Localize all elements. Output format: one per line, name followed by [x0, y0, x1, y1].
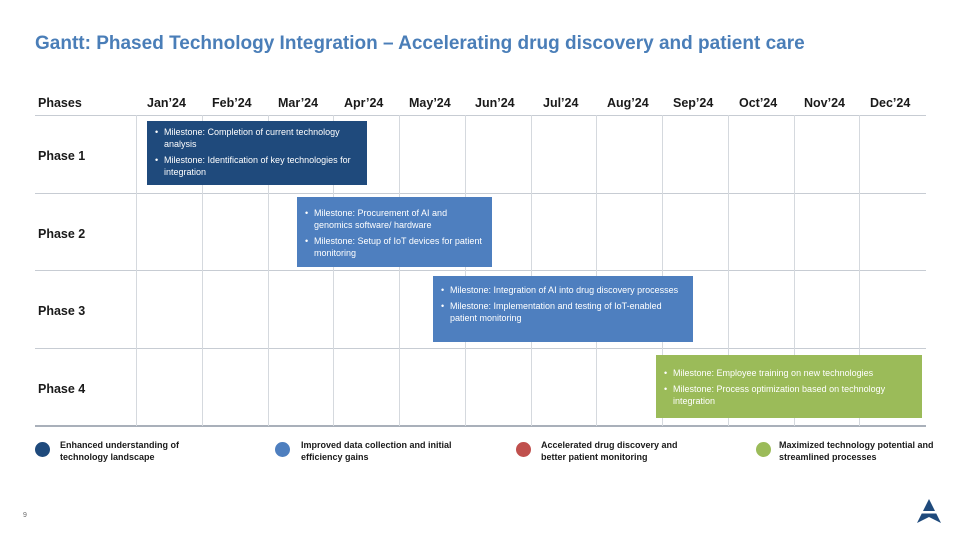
grid-column-divider: [202, 115, 203, 426]
phase-3-label: Phase 3: [38, 304, 86, 318]
page-title: Gantt: Phased Technology Integration – A…: [35, 33, 805, 54]
legend-item-3: Accelerated drug discovery and better pa…: [541, 440, 678, 462]
month-header-jul: Jul’24: [543, 96, 579, 110]
legend-item-1: Enhanced understanding of technology lan…: [60, 440, 180, 462]
grid-column-divider: [596, 115, 597, 426]
phase-2-label: Phase 2: [38, 227, 86, 241]
grid-row-divider: [35, 348, 926, 349]
phase-4-milestone-1: Milestone: Employee training on new tech…: [664, 367, 916, 379]
phase-2-milestone-2: Milestone: Setup of IoT devices for pati…: [305, 235, 486, 259]
legend-item-2: Improved data collection and initial eff…: [301, 440, 452, 462]
month-header-jun: Jun’24: [475, 96, 515, 110]
grid-bottom-border: [35, 425, 926, 427]
legend-dot-dark-blue: [35, 442, 50, 457]
grid-row-divider: [35, 193, 926, 194]
month-header-nov: Nov’24: [804, 96, 845, 110]
legend-dot-red: [516, 442, 531, 457]
legend-item-4: Maximized technology potential and strea…: [779, 440, 934, 462]
page-number: 9: [23, 512, 27, 519]
grid-column-divider: [859, 115, 860, 426]
month-header-may: May’24: [409, 96, 451, 110]
phase-4-label: Phase 4: [38, 382, 86, 396]
phase-4-milestone-2: Milestone: Process optimization based on…: [664, 383, 916, 407]
phase-2-milestone-1: Milestone: Procurement of AI and genomic…: [305, 207, 486, 231]
grid-column-divider: [728, 115, 729, 426]
month-header-apr: Apr’24: [344, 96, 384, 110]
month-header-mar: Mar’24: [278, 96, 319, 110]
month-header-dec: Dec’24: [870, 96, 911, 110]
grid-column-divider: [465, 115, 466, 426]
triangle-logo-icon: [917, 499, 941, 523]
grid-row-divider: [35, 115, 926, 116]
phase-3-bar: Milestone: Integration of AI into drug d…: [433, 276, 693, 342]
phase-1-label: Phase 1: [38, 149, 86, 163]
phase-3-milestone-2: Milestone: Implementation and testing of…: [441, 300, 687, 324]
grid-column-divider: [399, 115, 400, 426]
month-header-jan: Jan’24: [147, 96, 186, 110]
grid-column-divider: [136, 115, 137, 426]
phase-2-bar: Milestone: Procurement of AI and genomic…: [297, 197, 492, 267]
month-header-sep: Sep’24: [673, 96, 714, 110]
phases-column-header: Phases: [38, 96, 82, 110]
grid-column-divider: [333, 115, 334, 426]
phase-1-bar: Milestone: Completion of current technol…: [147, 121, 367, 185]
phase-4-bar: Milestone: Employee training on new tech…: [656, 355, 922, 418]
month-header-aug: Aug’24: [607, 96, 649, 110]
month-header-feb: Feb’24: [212, 96, 252, 110]
phase-1-milestone-2: Milestone: Identification of key technol…: [155, 154, 361, 178]
legend-dot-green: [756, 442, 771, 457]
phase-1-milestone-1: Milestone: Completion of current technol…: [155, 126, 361, 150]
phase-3-milestone-1: Milestone: Integration of AI into drug d…: [441, 284, 687, 296]
grid-column-divider: [268, 115, 269, 426]
grid-column-divider: [531, 115, 532, 426]
grid-row-divider: [35, 270, 926, 271]
legend-dot-blue: [275, 442, 290, 457]
grid-column-divider: [794, 115, 795, 426]
month-header-oct: Oct’24: [739, 96, 778, 110]
grid-column-divider: [662, 115, 663, 426]
